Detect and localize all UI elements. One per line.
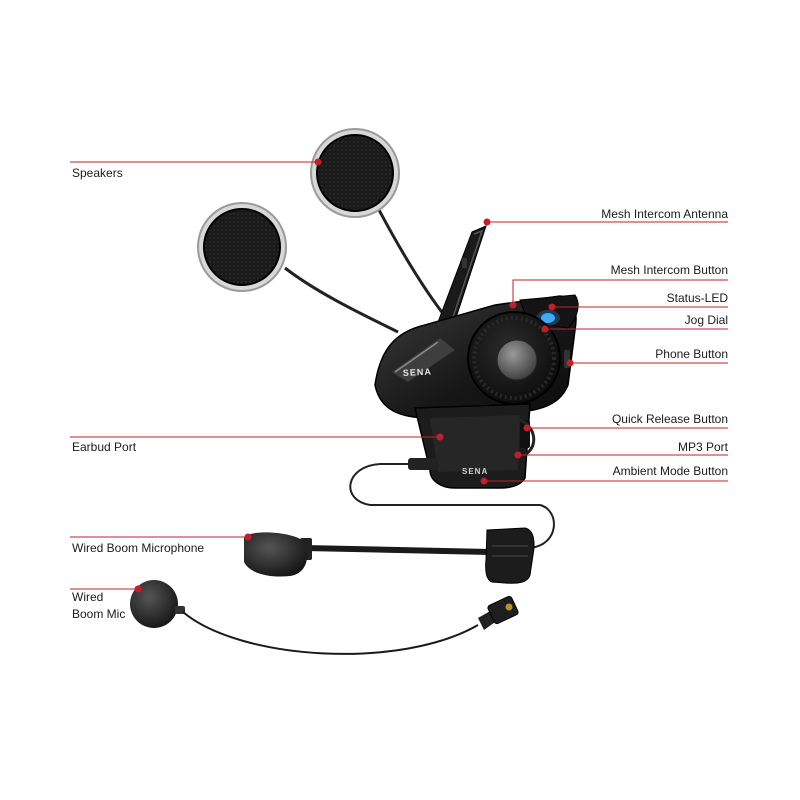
callout-line-mesh-intercom-button [512,279,728,305]
callout-lines [70,158,728,593]
wired-boom-mic [130,580,519,655]
label-mp3-port: MP3 Port [677,440,728,454]
brand-logo-clamp: SENA [462,467,488,476]
speaker-cable [284,266,399,334]
headset-main-unit [374,294,579,419]
wired-boom-microphone [244,527,535,584]
label-ambient-mode-button: Ambient Mode Button [612,464,728,478]
boom-mic-cable [349,463,555,549]
brand-logo-main: SENA [403,366,432,378]
label-mesh-intercom-antenna: Mesh Intercom Antenna [601,207,728,221]
speaker-upper [310,128,400,218]
label-jog-dial: Jog Dial [684,313,728,327]
label-status-led: Status-LED [666,291,728,305]
speaker-cable [376,207,450,321]
label-mesh-intercom-button: Mesh Intercom Button [610,263,728,277]
label-wired-boom-mic-line2: Boom Mic [72,607,126,621]
label-wired-boom-mic-line1: Wired [72,590,104,604]
label-wired-boom-microphone: Wired Boom Microphone [72,541,205,555]
label-phone-button: Phone Button [655,347,728,361]
label-speakers: Speakers [72,166,123,180]
label-earbud-port: Earbud Port [72,440,137,454]
speaker-lower [197,202,287,292]
label-quick-release-button: Quick Release Button [611,412,728,426]
clamp-unit [414,403,536,489]
